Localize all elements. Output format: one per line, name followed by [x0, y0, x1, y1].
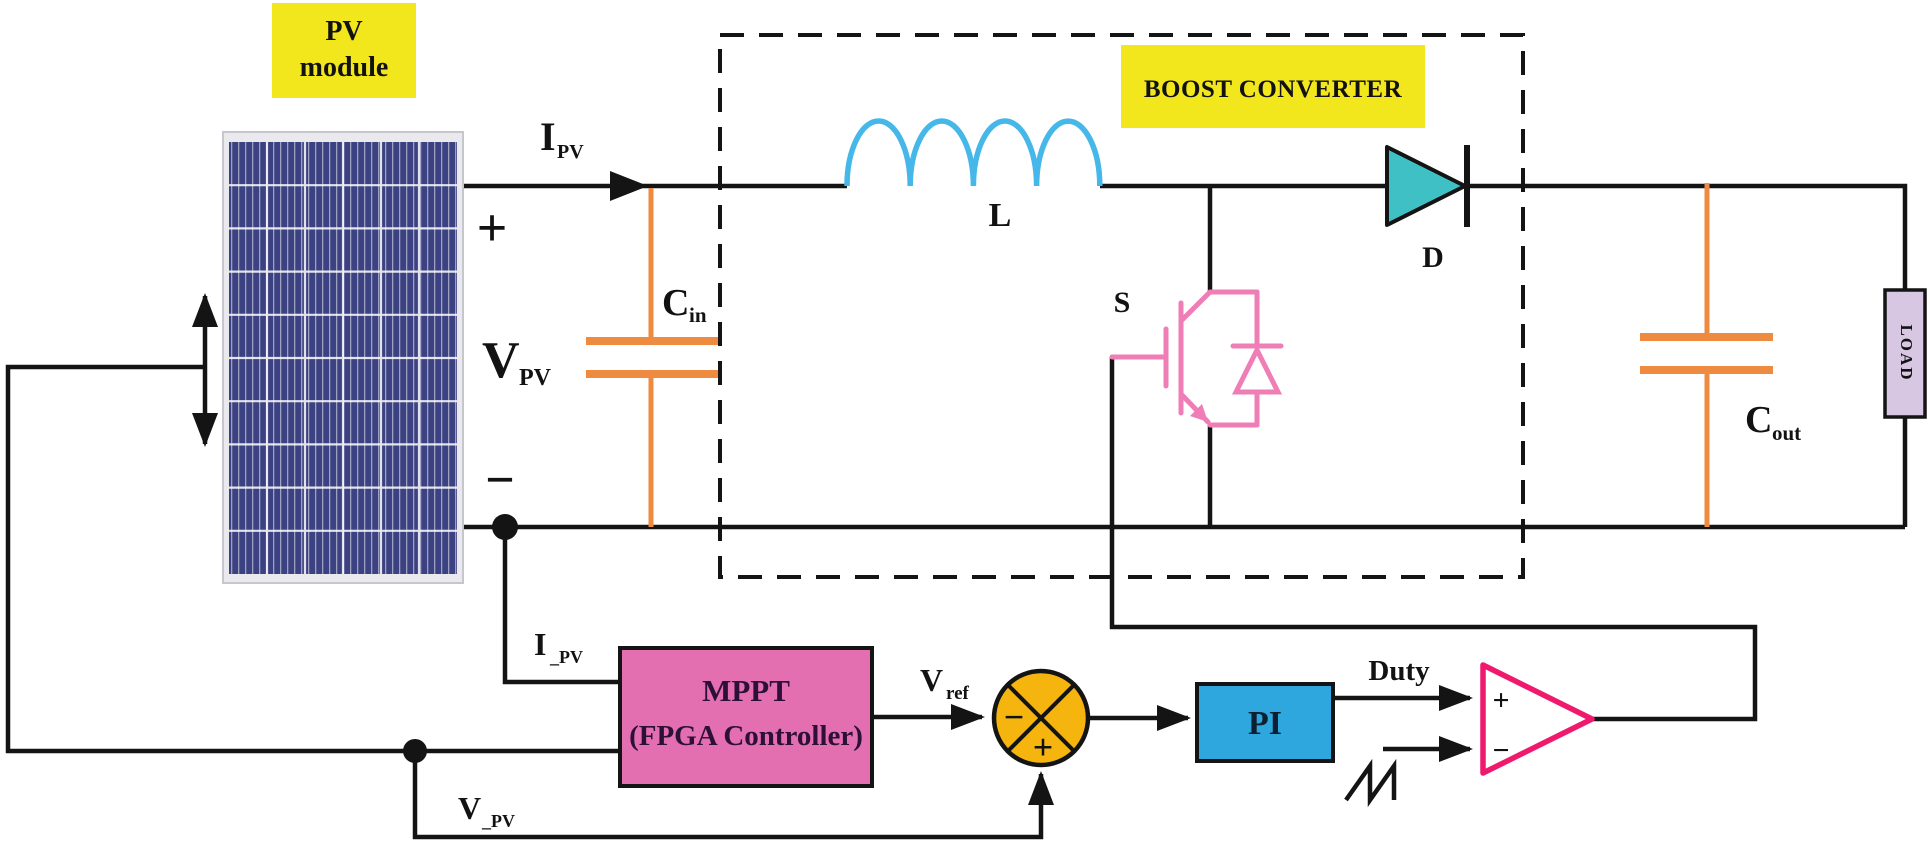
pv-module-label-box: [272, 3, 416, 98]
boost-converter-boundary-box: [718, 33, 1525, 579]
igbt-emitter-arrowhead: [1190, 404, 1208, 422]
ipv-sense-label-sub: _PV: [549, 647, 583, 667]
inductor-label: L: [989, 197, 1012, 234]
boost-converter-label-box: [1121, 45, 1425, 128]
junction-dot-bottom-rail: [492, 514, 518, 540]
duty-label: Duty: [1368, 655, 1430, 687]
mppt-controller-box: [618, 646, 874, 788]
pv-module-label-line1: PV: [325, 16, 362, 47]
junction-dot-vpv: [403, 739, 427, 763]
input-capacitor: [586, 188, 718, 527]
output-capacitor: [1640, 183, 1773, 527]
pi-controller-box: [1195, 682, 1335, 763]
pv-module-label: PV module: [272, 3, 416, 98]
minus-terminal-label: −: [485, 452, 515, 509]
summing-plus-sign: +: [1033, 727, 1054, 767]
ipv-sense-label-main: I: [534, 626, 546, 662]
switch-label: S: [1114, 286, 1131, 319]
pv-panel-gridlines: [229, 142, 457, 574]
ipv-label-main: I: [540, 114, 556, 159]
sawtooth-icon: [1344, 758, 1397, 808]
ipv-label-sub: PV: [557, 141, 584, 163]
circuit-wires: [5, 171, 1908, 840]
load-resistor: [1883, 288, 1927, 419]
diode-label: D: [1422, 241, 1444, 274]
mppt-label-line2: (FPGA Controller): [629, 720, 863, 752]
mppt-label-line1: MPPT: [702, 673, 790, 708]
vpv-sense-wire: [5, 364, 620, 754]
pv-panel-image: [222, 131, 464, 584]
comparator-minus-sign: −: [1492, 734, 1509, 767]
ipv-sense-wire: [502, 527, 620, 685]
inductor-coil: [844, 118, 1103, 187]
vref-label-sub: ref: [946, 683, 970, 704]
cout-label-main: C: [1745, 399, 1772, 441]
vpv-feedback-wire: [412, 751, 1054, 840]
cin-label-main: C: [662, 282, 689, 324]
vref-label-main: V: [920, 662, 943, 698]
summing-minus-sign: −: [1004, 697, 1025, 737]
summing-junction-cross: [1006, 683, 1076, 753]
plus-terminal-label: +: [477, 198, 508, 258]
pv-terminal-labels: I PV + V PV −: [477, 114, 585, 509]
boost-converter-label-text: BOOST CONVERTER: [1144, 76, 1403, 103]
gate-drive-wire: [1109, 357, 1758, 722]
summing-junction: − +: [991, 668, 1091, 768]
vpv-sense-label-main: V: [458, 790, 481, 826]
comparator-triangle: [1480, 662, 1595, 776]
pi-label: PI: [1248, 705, 1282, 742]
igbt-switch: [1109, 289, 1284, 428]
diode: [1385, 145, 1467, 227]
cin-label-sub: in: [689, 303, 707, 327]
vpv-label-main: V: [482, 332, 520, 389]
pv-module-label-line2: module: [300, 52, 389, 83]
ipv-arrow: [610, 171, 648, 201]
top-rail-wire-right: [1470, 183, 1908, 290]
comparator: + −: [1480, 662, 1595, 776]
cout-label-sub: out: [1772, 421, 1801, 445]
boost-converter-label: BOOST CONVERTER: [1121, 45, 1425, 128]
load-label: LOAD: [1897, 324, 1916, 381]
vpv-label-sub: PV: [519, 365, 552, 391]
comparator-plus-sign: +: [1492, 684, 1509, 717]
vpv-sense-label-sub: _PV: [481, 811, 515, 831]
